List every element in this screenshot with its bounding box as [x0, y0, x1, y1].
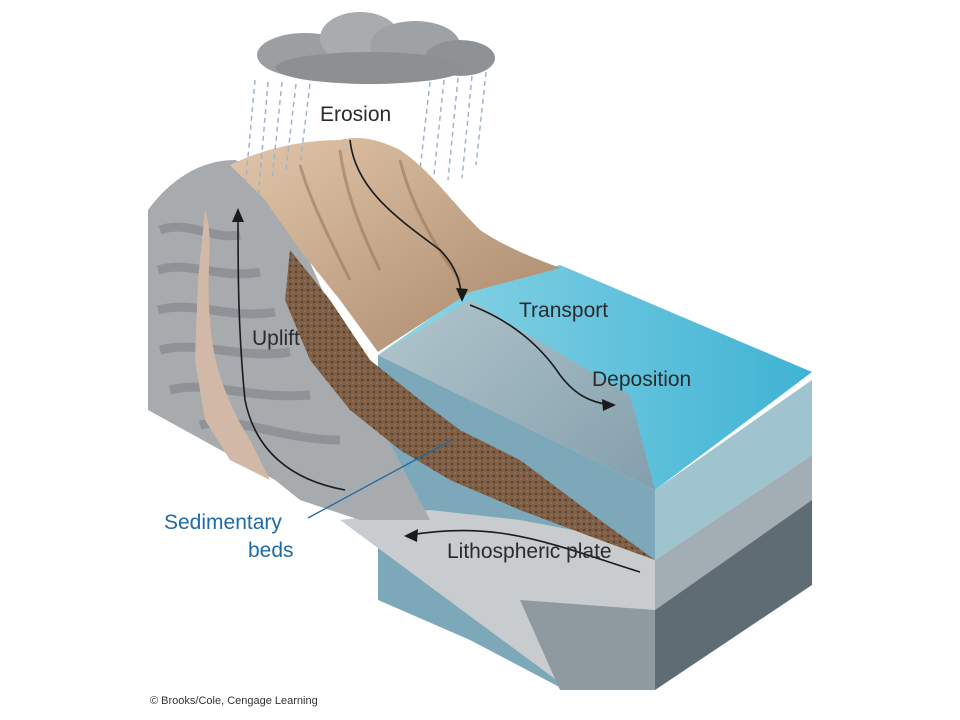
transport-label: Transport	[519, 299, 609, 322]
uplift-arrow	[237, 214, 346, 491]
plate-arrowhead	[404, 529, 418, 542]
rain-cloud	[257, 12, 495, 84]
erosion-arrowhead	[456, 288, 468, 302]
sedimentary-beds	[285, 250, 655, 560]
sea-floor	[378, 300, 655, 490]
uplift-arrowhead	[232, 208, 244, 222]
lithospheric-plate-label: Lithospheric plate	[447, 540, 612, 563]
block-side-face	[655, 380, 812, 690]
uplift-intrusion	[195, 210, 270, 480]
sedimentary-beds-label-line2: beds	[248, 539, 294, 562]
mountain	[230, 138, 560, 352]
folded-rock	[148, 160, 430, 520]
rain-streaks	[244, 71, 487, 201]
sedimentary-beds-leader	[307, 439, 453, 519]
erosion-label: Erosion	[320, 103, 392, 126]
sedimentary-beds-label-line1: Sedimentary	[164, 511, 282, 534]
deposition-label: Deposition	[592, 368, 692, 391]
deposition-arrowhead	[602, 399, 616, 411]
transport-deposition-arrow	[469, 304, 611, 406]
erosion-arrow	[349, 139, 463, 299]
copyright-credit: © Brooks/Cole, Cengage Learning	[150, 695, 318, 707]
uplift-label: Uplift	[252, 327, 300, 350]
plate-motion-arrow	[409, 529, 641, 573]
